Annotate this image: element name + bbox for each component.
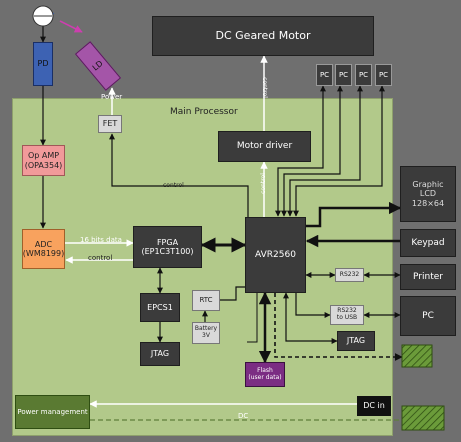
dc-geared-motor: DC Geared Motor [152, 16, 374, 56]
wire-pc4-avr [293, 85, 385, 217]
aux-module-hatched-1 [401, 344, 433, 368]
wire-avr-lcd [306, 201, 402, 228]
opamp-block: Op AMP (OPA354) [22, 145, 65, 176]
pc-external-block: PC [400, 296, 456, 336]
beam-ld-to-eye [59, 20, 83, 33]
keypad-block: Keypad [400, 229, 456, 257]
wire-avr-aux-dashed [274, 293, 403, 361]
control-motor-label: control [260, 77, 268, 98]
epcs-block: EPCS1 [140, 293, 180, 322]
dc-label: DC [238, 412, 249, 420]
bits-data-label: 16 bits data [80, 236, 122, 244]
fpga-block: FPGA (EP1C3T100) [133, 226, 202, 268]
wire-avr-jtag2 [283, 292, 338, 344]
pc-unit: PC [375, 64, 392, 86]
main-processor-label: Main Processor [170, 107, 238, 117]
wire-avr-fet [109, 133, 249, 218]
rs232-block: RS232 [335, 268, 364, 282]
control-avr-label: control [259, 173, 267, 194]
battery-block: Battery 3V [192, 322, 220, 344]
printer-block: Printer [400, 264, 456, 290]
aux-module-hatched-2 [401, 405, 445, 431]
wire-rtc-avr [220, 286, 253, 301]
control-adc-label: control [88, 254, 113, 262]
dc-in-block: DC in [357, 396, 391, 416]
wire-avr-flash-2 [247, 287, 258, 343]
fet-block: FET [98, 115, 122, 133]
pc-unit: PC [316, 64, 333, 86]
pd-block: PD [33, 42, 53, 86]
power-management-block: Power management [15, 395, 90, 429]
pc-unit: PC [355, 64, 372, 86]
rs232-usb-block: RS232 to USB [330, 305, 364, 325]
flash-block: Flash (user data) [245, 362, 285, 387]
motor-driver-block: Motor driver [218, 131, 311, 162]
rtc-block: RTC [192, 290, 220, 311]
avr-block: AVR2560 [245, 217, 306, 293]
control-fet-label: control [163, 182, 184, 189]
jtag-fpga-block: JTAG [140, 342, 180, 366]
lcd-block: Graphic LCD 128×64 [400, 166, 456, 222]
jtag-avr-block: JTAG [337, 331, 375, 351]
pc-unit: PC [335, 64, 352, 86]
power-label: Power [101, 93, 123, 101]
adc-block: ADC (WM8199) [22, 229, 65, 269]
